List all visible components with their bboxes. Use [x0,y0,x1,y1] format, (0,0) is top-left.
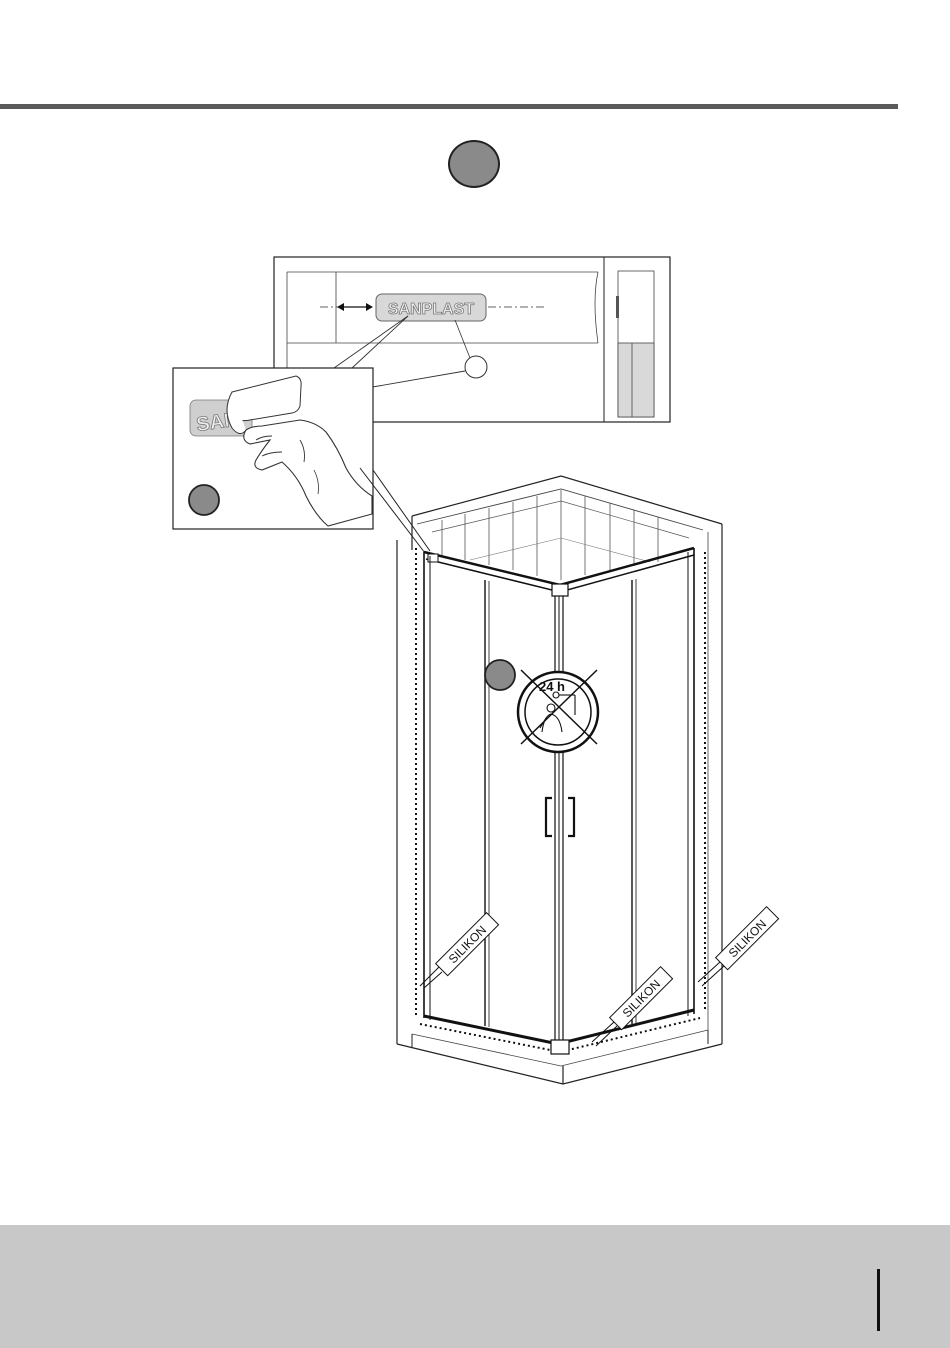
footer-divider [877,1269,880,1331]
silicone-label-text: SILIKON [446,923,489,966]
no-shower-sign: 24 h [518,670,598,752]
footer-band [0,1225,950,1348]
step-marker-peel [189,485,219,515]
silicone-label-text: SILIKON [620,977,663,1020]
silicone-label-left: SILIKON [420,913,499,988]
step-marker-wait [485,660,515,690]
brand-label-text: SANPLAST [388,301,474,318]
silicone-label-right: SILIKON [698,907,779,986]
shower-enclosure [397,476,722,1084]
silicone-label-text: SILIKON [726,917,769,960]
